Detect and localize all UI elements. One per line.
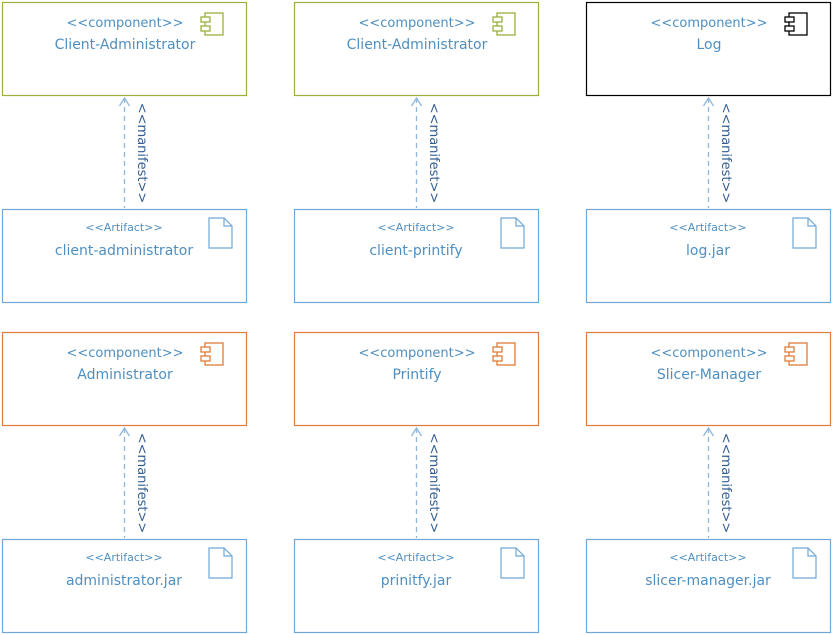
component-name: Log [696, 37, 721, 53]
component-stereotype: <<component>> [650, 346, 767, 361]
dependency-arrowhead [410, 96, 423, 107]
artifact-node[interactable]: <<Artifact>> administrator.jar [1, 538, 248, 634]
artifact-box [585, 538, 832, 634]
dependency-arrowhead [702, 96, 715, 107]
component-stereotype: <<component>> [650, 16, 767, 31]
manifest-dependency[interactable]: <<manifest>> [410, 96, 442, 208]
component-name: Slicer-Manager [657, 367, 761, 383]
artifact-stereotype: <<Artifact>> [85, 221, 162, 234]
artifact-stereotype: <<Artifact>> [669, 551, 746, 564]
artifact-name: client-administrator [55, 243, 193, 259]
component-icon [784, 12, 808, 36]
dependency-arrowhead [118, 96, 131, 107]
component-name: Client-Administrator [347, 37, 488, 53]
component-icon [492, 342, 516, 366]
dependency-arrowhead [702, 426, 715, 437]
document-icon [792, 217, 817, 249]
component-icon [492, 12, 516, 36]
artifact-stereotype: <<Artifact>> [85, 551, 162, 564]
artifact-node[interactable]: <<Artifact>> slicer-manager.jar [585, 538, 832, 634]
artifact-stereotype: <<Artifact>> [669, 221, 746, 234]
component-stereotype: <<component>> [66, 346, 183, 361]
manifest-label: <<manifest>> [426, 433, 441, 534]
artifact-name: administrator.jar [66, 573, 182, 589]
artifact-stereotype: <<Artifact>> [377, 221, 454, 234]
manifest-label: <<manifest>> [426, 103, 441, 204]
manifest-dependency[interactable]: <<manifest>> [702, 426, 734, 538]
document-icon [792, 547, 817, 579]
component-icon [200, 342, 224, 366]
artifact-node[interactable]: <<Artifact>> log.jar [585, 208, 832, 304]
artifact-box [1, 208, 248, 304]
component-stereotype: <<component>> [358, 16, 475, 31]
artifact-stereotype: <<Artifact>> [377, 551, 454, 564]
component-name: Printify [392, 367, 441, 383]
manifest-label: <<manifest>> [718, 433, 733, 534]
manifest-dependency[interactable]: <<manifest>> [118, 426, 150, 538]
component-node[interactable]: <<component>> Client-Administrator [1, 1, 248, 97]
manifest-dependency[interactable]: <<manifest>> [410, 426, 442, 538]
manifest-dependency[interactable]: <<manifest>> [118, 96, 150, 208]
document-icon [208, 547, 233, 579]
component-stereotype: <<component>> [66, 16, 183, 31]
dependency-arrowhead [118, 426, 131, 437]
component-node[interactable]: <<component>> Client-Administrator [293, 1, 540, 97]
artifact-name: log.jar [686, 243, 730, 259]
document-icon [500, 217, 525, 249]
component-name: Client-Administrator [55, 37, 196, 53]
component-node[interactable]: <<component>> Log [585, 1, 832, 97]
manifest-dependency[interactable]: <<manifest>> [702, 96, 734, 208]
artifact-node[interactable]: <<Artifact>> client-administrator [1, 208, 248, 304]
component-stereotype: <<component>> [358, 346, 475, 361]
artifact-box [585, 208, 832, 304]
document-icon [500, 547, 525, 579]
document-icon [208, 217, 233, 249]
artifact-box [293, 208, 540, 304]
component-icon [784, 342, 808, 366]
artifact-name: slicer-manager.jar [645, 573, 771, 589]
component-node[interactable]: <<component>> Administrator [1, 331, 248, 427]
manifest-label: <<manifest>> [134, 433, 149, 534]
component-name: Administrator [77, 367, 173, 383]
artifact-box [1, 538, 248, 634]
artifact-box [293, 538, 540, 634]
component-icon [200, 12, 224, 36]
manifest-label: <<manifest>> [718, 103, 733, 204]
manifest-label: <<manifest>> [134, 103, 149, 204]
artifact-name: prinitfy.jar [381, 573, 452, 589]
artifact-node[interactable]: <<Artifact>> prinitfy.jar [293, 538, 540, 634]
dependency-arrowhead [410, 426, 423, 437]
component-node[interactable]: <<component>> Slicer-Manager [585, 331, 832, 427]
component-node[interactable]: <<component>> Printify [293, 331, 540, 427]
artifact-node[interactable]: <<Artifact>> client-printify [293, 208, 540, 304]
artifact-name: client-printify [369, 243, 462, 259]
